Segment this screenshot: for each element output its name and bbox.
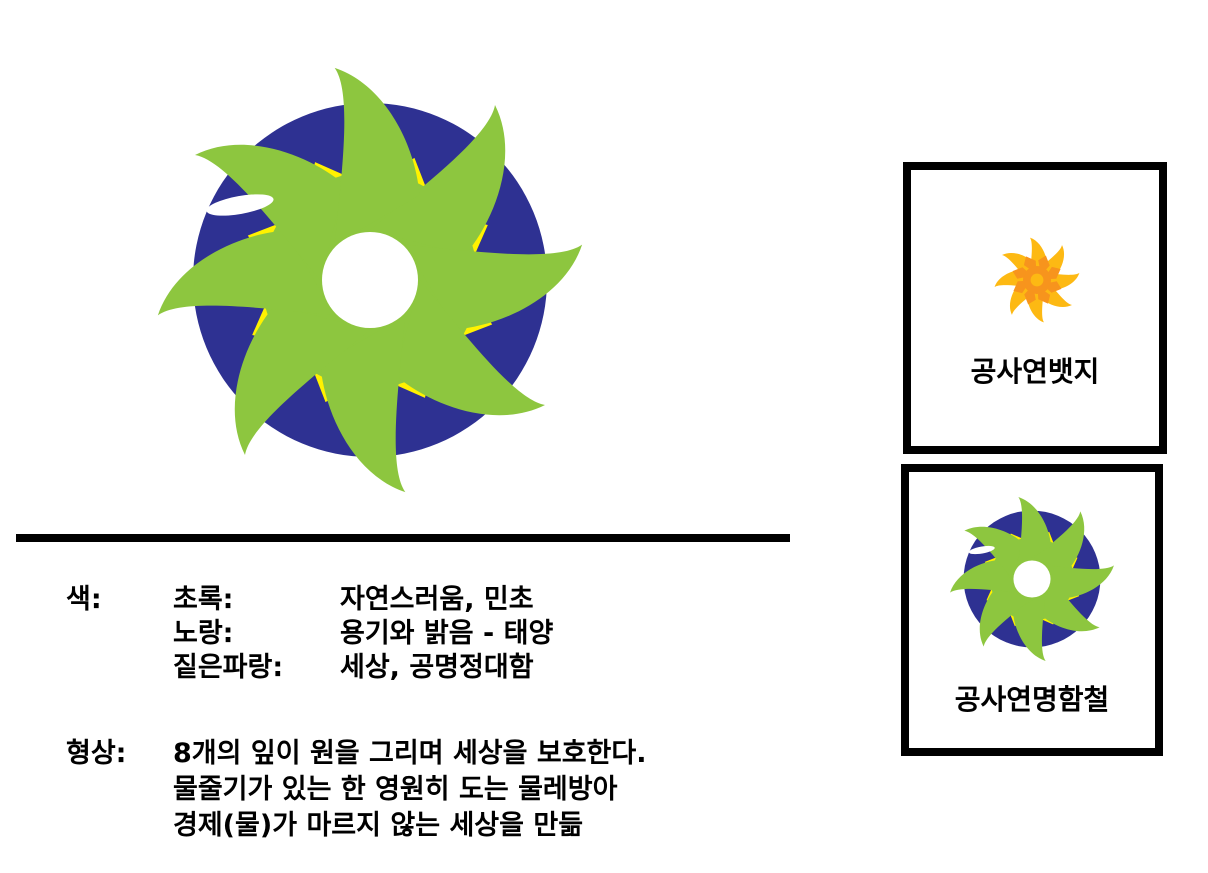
card-holder-emblem — [947, 494, 1117, 664]
color-name-green: 초록: — [173, 584, 234, 615]
card-holder-caption: 공사연명함철 — [954, 683, 1110, 716]
main-emblem — [150, 60, 590, 500]
color-meaning-green: 자연스러움, 민초 — [340, 584, 534, 615]
color-meaning-navy: 세상, 공명정대함 — [340, 652, 534, 683]
card-holder-card: 공사연명함철 — [901, 464, 1163, 756]
divider-line — [16, 534, 790, 542]
badge-emblem — [993, 236, 1081, 324]
color-name-yellow: 노랑: — [173, 618, 234, 649]
shape-label: 형상: — [66, 738, 127, 769]
shape-line-2: 물줄기가 있는 한 영원히 도는 물레방아 — [173, 774, 618, 805]
shape-line-1: 8개의 잎이 원을 그리며 세상을 보호한다. — [173, 738, 647, 769]
color-label: 색: — [66, 584, 102, 615]
color-meaning-yellow: 용기와 밝음 - 태양 — [340, 618, 554, 649]
color-name-navy: 짙은파랑: — [173, 652, 284, 683]
badge-card: 공사연뱃지 — [903, 162, 1167, 454]
shape-line-3: 경제(물)가 마르지 않는 세상을 만듦 — [173, 810, 584, 841]
badge-caption: 공사연뱃지 — [970, 355, 1100, 388]
